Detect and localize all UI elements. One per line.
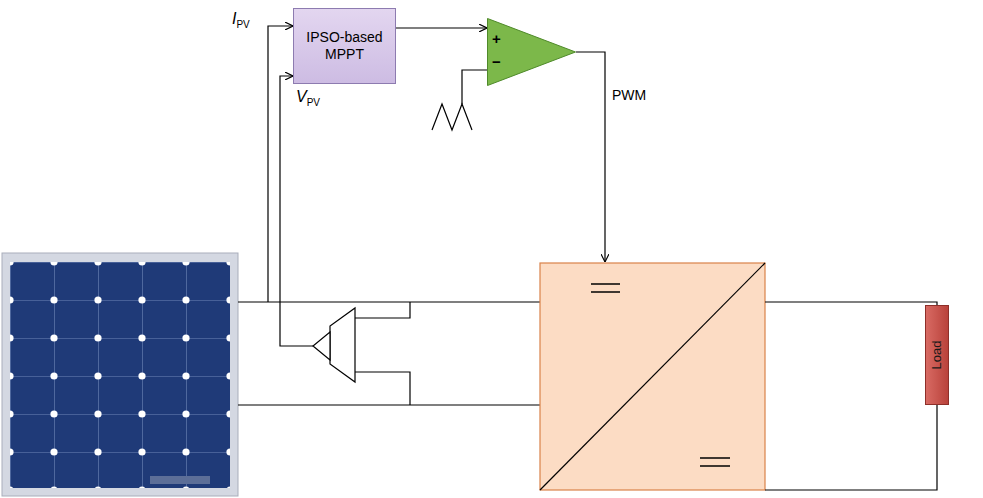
signal-name: IPV <box>232 10 250 34</box>
wire <box>355 302 410 318</box>
dc-symbol <box>591 284 620 292</box>
comparator: +− <box>487 18 576 86</box>
amplifier-symbol <box>313 332 330 360</box>
wire <box>765 405 937 490</box>
wire <box>238 404 540 405</box>
signal-name: PWM <box>612 86 646 104</box>
signal-name: VPV <box>296 88 320 112</box>
wire <box>765 302 937 305</box>
comparator-triangle <box>488 19 576 86</box>
input-sign: + <box>492 31 576 47</box>
converter-diagonal <box>540 263 765 490</box>
carrier-line <box>462 70 487 104</box>
sawtooth-symbol <box>432 104 472 130</box>
panel-frame <box>2 253 238 496</box>
wire <box>238 301 540 302</box>
dc-symbol <box>700 458 730 466</box>
voltage-signal-line <box>280 76 313 346</box>
converter-box <box>540 263 765 490</box>
comparator-symbol <box>487 18 576 86</box>
voltage-sensor-symbol <box>330 308 355 382</box>
controller-box: IPSO-based MPPT <box>293 8 396 84</box>
dc-dc-converter <box>540 263 765 490</box>
wire <box>355 372 410 405</box>
pwm-line <box>576 52 605 262</box>
panel-mark <box>150 476 210 484</box>
solar-panel <box>2 253 238 496</box>
panel-cells <box>10 262 230 488</box>
load-box: Load <box>925 305 949 405</box>
box-label: IPSO-based MPPT <box>300 29 389 63</box>
load-label: Load <box>930 341 944 370</box>
input-sign: − <box>492 54 576 70</box>
signal-arrow <box>396 27 487 28</box>
panel-dots <box>10 262 230 488</box>
